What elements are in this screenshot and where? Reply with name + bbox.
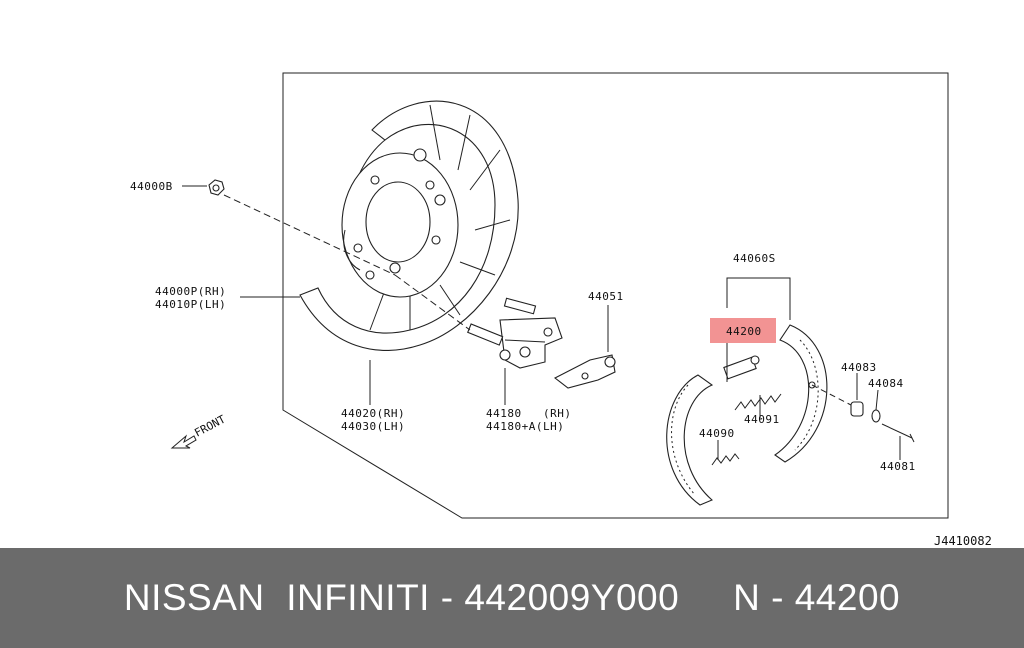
label-44091: 44091 [744, 413, 780, 426]
brake-shoe-left-part [666, 374, 714, 506]
adjuster-part [723, 355, 760, 380]
hold-down-spring-part [871, 409, 881, 423]
front-label: FRONT [192, 412, 228, 439]
hold-down-cup-part [850, 401, 864, 417]
bracket-part [467, 297, 563, 369]
part-number-footer: NISSAN INFINITI - 442009Y000 N - 44200 [0, 548, 1024, 648]
diagram-frame [282, 72, 949, 519]
label-44200: 44200 [726, 325, 762, 338]
front-arrow [170, 434, 197, 449]
diagram-reference-code: J4410082 [934, 534, 992, 548]
hold-down-pin-part [881, 423, 915, 443]
brake-shoe-right-part [774, 324, 828, 463]
label-44030: 44030(LH) [341, 420, 405, 433]
part-highlight [710, 318, 776, 343]
label-44010p: 44010P(LH) [155, 298, 226, 311]
label-44084: 44084 [868, 377, 904, 390]
label-44000b: 44000B [130, 180, 173, 193]
label-44000p: 44000P(RH) [155, 285, 226, 298]
label-44180: 44180 (RH) [486, 407, 571, 420]
backing-plate-part [299, 100, 519, 351]
label-44083: 44083 [841, 361, 877, 374]
label-44020: 44020(RH) [341, 407, 405, 420]
label-44081: 44081 [880, 460, 916, 473]
lever-part [553, 354, 616, 389]
part-number-text: NISSAN INFINITI - 442009Y000 N - 44200 [123, 577, 901, 618]
label-44090: 44090 [699, 427, 735, 440]
spring-44090-part [711, 453, 740, 466]
label-44051: 44051 [588, 290, 624, 303]
brake-parts-diagram: FRONT 44000B 44000P(RH) 44010P(LH) 44020… [130, 72, 992, 548]
spring-44091-part [734, 393, 782, 411]
nut-part [208, 179, 225, 196]
label-44060s: 44060S [733, 252, 776, 265]
label-44180a: 44180+A(LH) [486, 420, 564, 433]
